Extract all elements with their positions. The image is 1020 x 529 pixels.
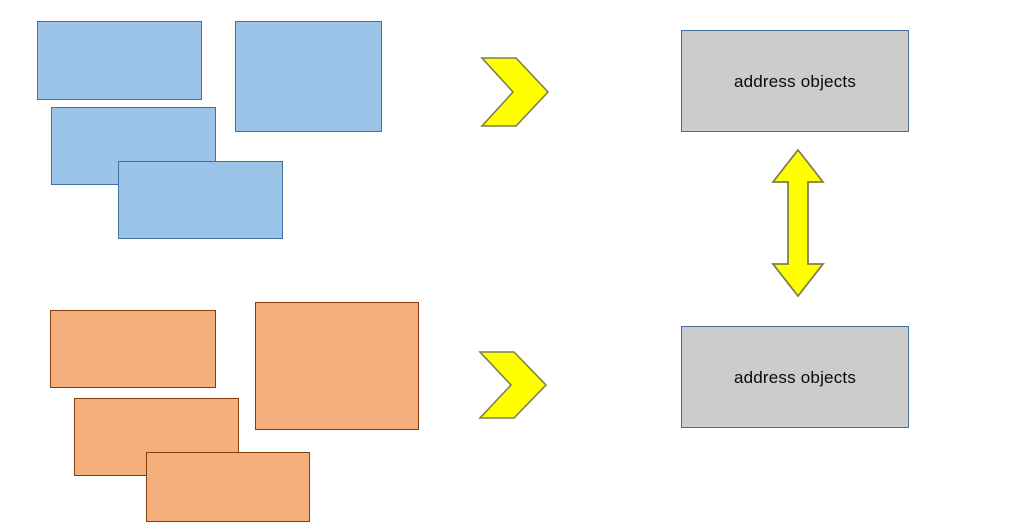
chevron-arrow-top-icon[interactable] (480, 56, 550, 128)
orange-rect-4[interactable] (146, 452, 310, 522)
address-objects-box-bottom[interactable]: address objects (681, 326, 909, 428)
blue-rect-1[interactable] (37, 21, 202, 100)
chevron-arrow-bottom-icon[interactable] (478, 350, 548, 420)
orange-rect-2[interactable] (255, 302, 419, 430)
blue-rect-2[interactable] (235, 21, 382, 132)
double-headed-vertical-arrow-icon[interactable] (770, 148, 826, 298)
blue-rect-4[interactable] (118, 161, 283, 239)
address-objects-box-bottom-label: address objects (733, 367, 857, 387)
address-objects-box-top-label: address objects (733, 71, 857, 91)
address-objects-box-top[interactable]: address objects (681, 30, 909, 132)
orange-rect-1[interactable] (50, 310, 216, 388)
